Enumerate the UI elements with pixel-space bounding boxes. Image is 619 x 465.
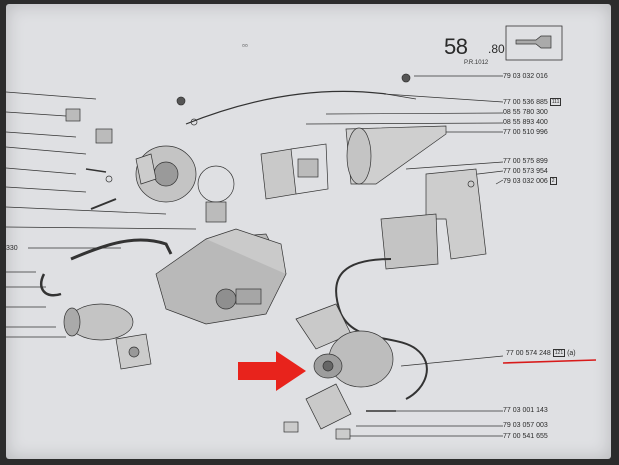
- part-reference: 77 00 510 996: [503, 129, 548, 136]
- red-arrow-icon: [238, 351, 306, 391]
- page-number: 58: [444, 34, 468, 59]
- top-mark: ▫▫: [242, 41, 248, 50]
- left-margin-number: 330: [6, 245, 18, 252]
- highlight-underline: [502, 359, 597, 364]
- part-reference: 08 55 893 400: [503, 119, 548, 126]
- part-reference: 79 03 057 003: [503, 422, 548, 429]
- page-sub-number: .80: [488, 42, 505, 56]
- page-code: P.R.1012: [464, 60, 489, 66]
- part-reference: 79 03 032 016: [503, 73, 548, 80]
- exploded-parts-diagram: [6, 25, 597, 440]
- part-reference: 77 03 001 143: [503, 407, 548, 414]
- part-reference: 77 00 541 655: [503, 433, 548, 440]
- part-reference: 77 00 573 954: [503, 168, 548, 175]
- part-reference: 77 00 575 899: [503, 158, 548, 165]
- part-reference: 08 55 780 300: [503, 109, 548, 116]
- parts-catalog-page: ▫▫ 58 .80 P.R.1012 330 79 03 032 016 77 …: [6, 4, 611, 459]
